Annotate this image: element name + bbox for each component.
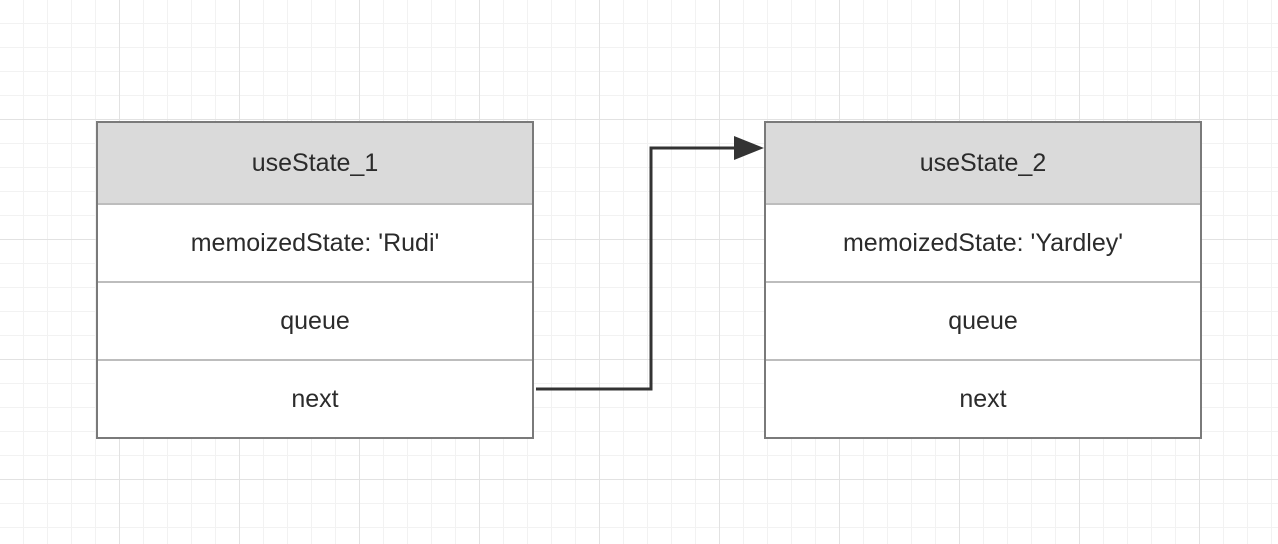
node-title: useState_2 (766, 123, 1200, 203)
node-title: useState_1 (98, 123, 532, 203)
next-pointer-arrow (536, 146, 738, 391)
field-memoized-state: memoizedState: 'Rudi' (98, 203, 532, 281)
arrow-head-icon (734, 136, 764, 160)
field-memoized-state: memoizedState: 'Yardley' (766, 203, 1200, 281)
field-next: next (98, 359, 532, 437)
field-next: next (766, 359, 1200, 437)
field-queue: queue (98, 281, 532, 359)
hook-node-1: useState_1 memoizedState: 'Rudi' queue n… (96, 121, 534, 439)
field-queue: queue (766, 281, 1200, 359)
hook-node-2: useState_2 memoizedState: 'Yardley' queu… (764, 121, 1202, 439)
